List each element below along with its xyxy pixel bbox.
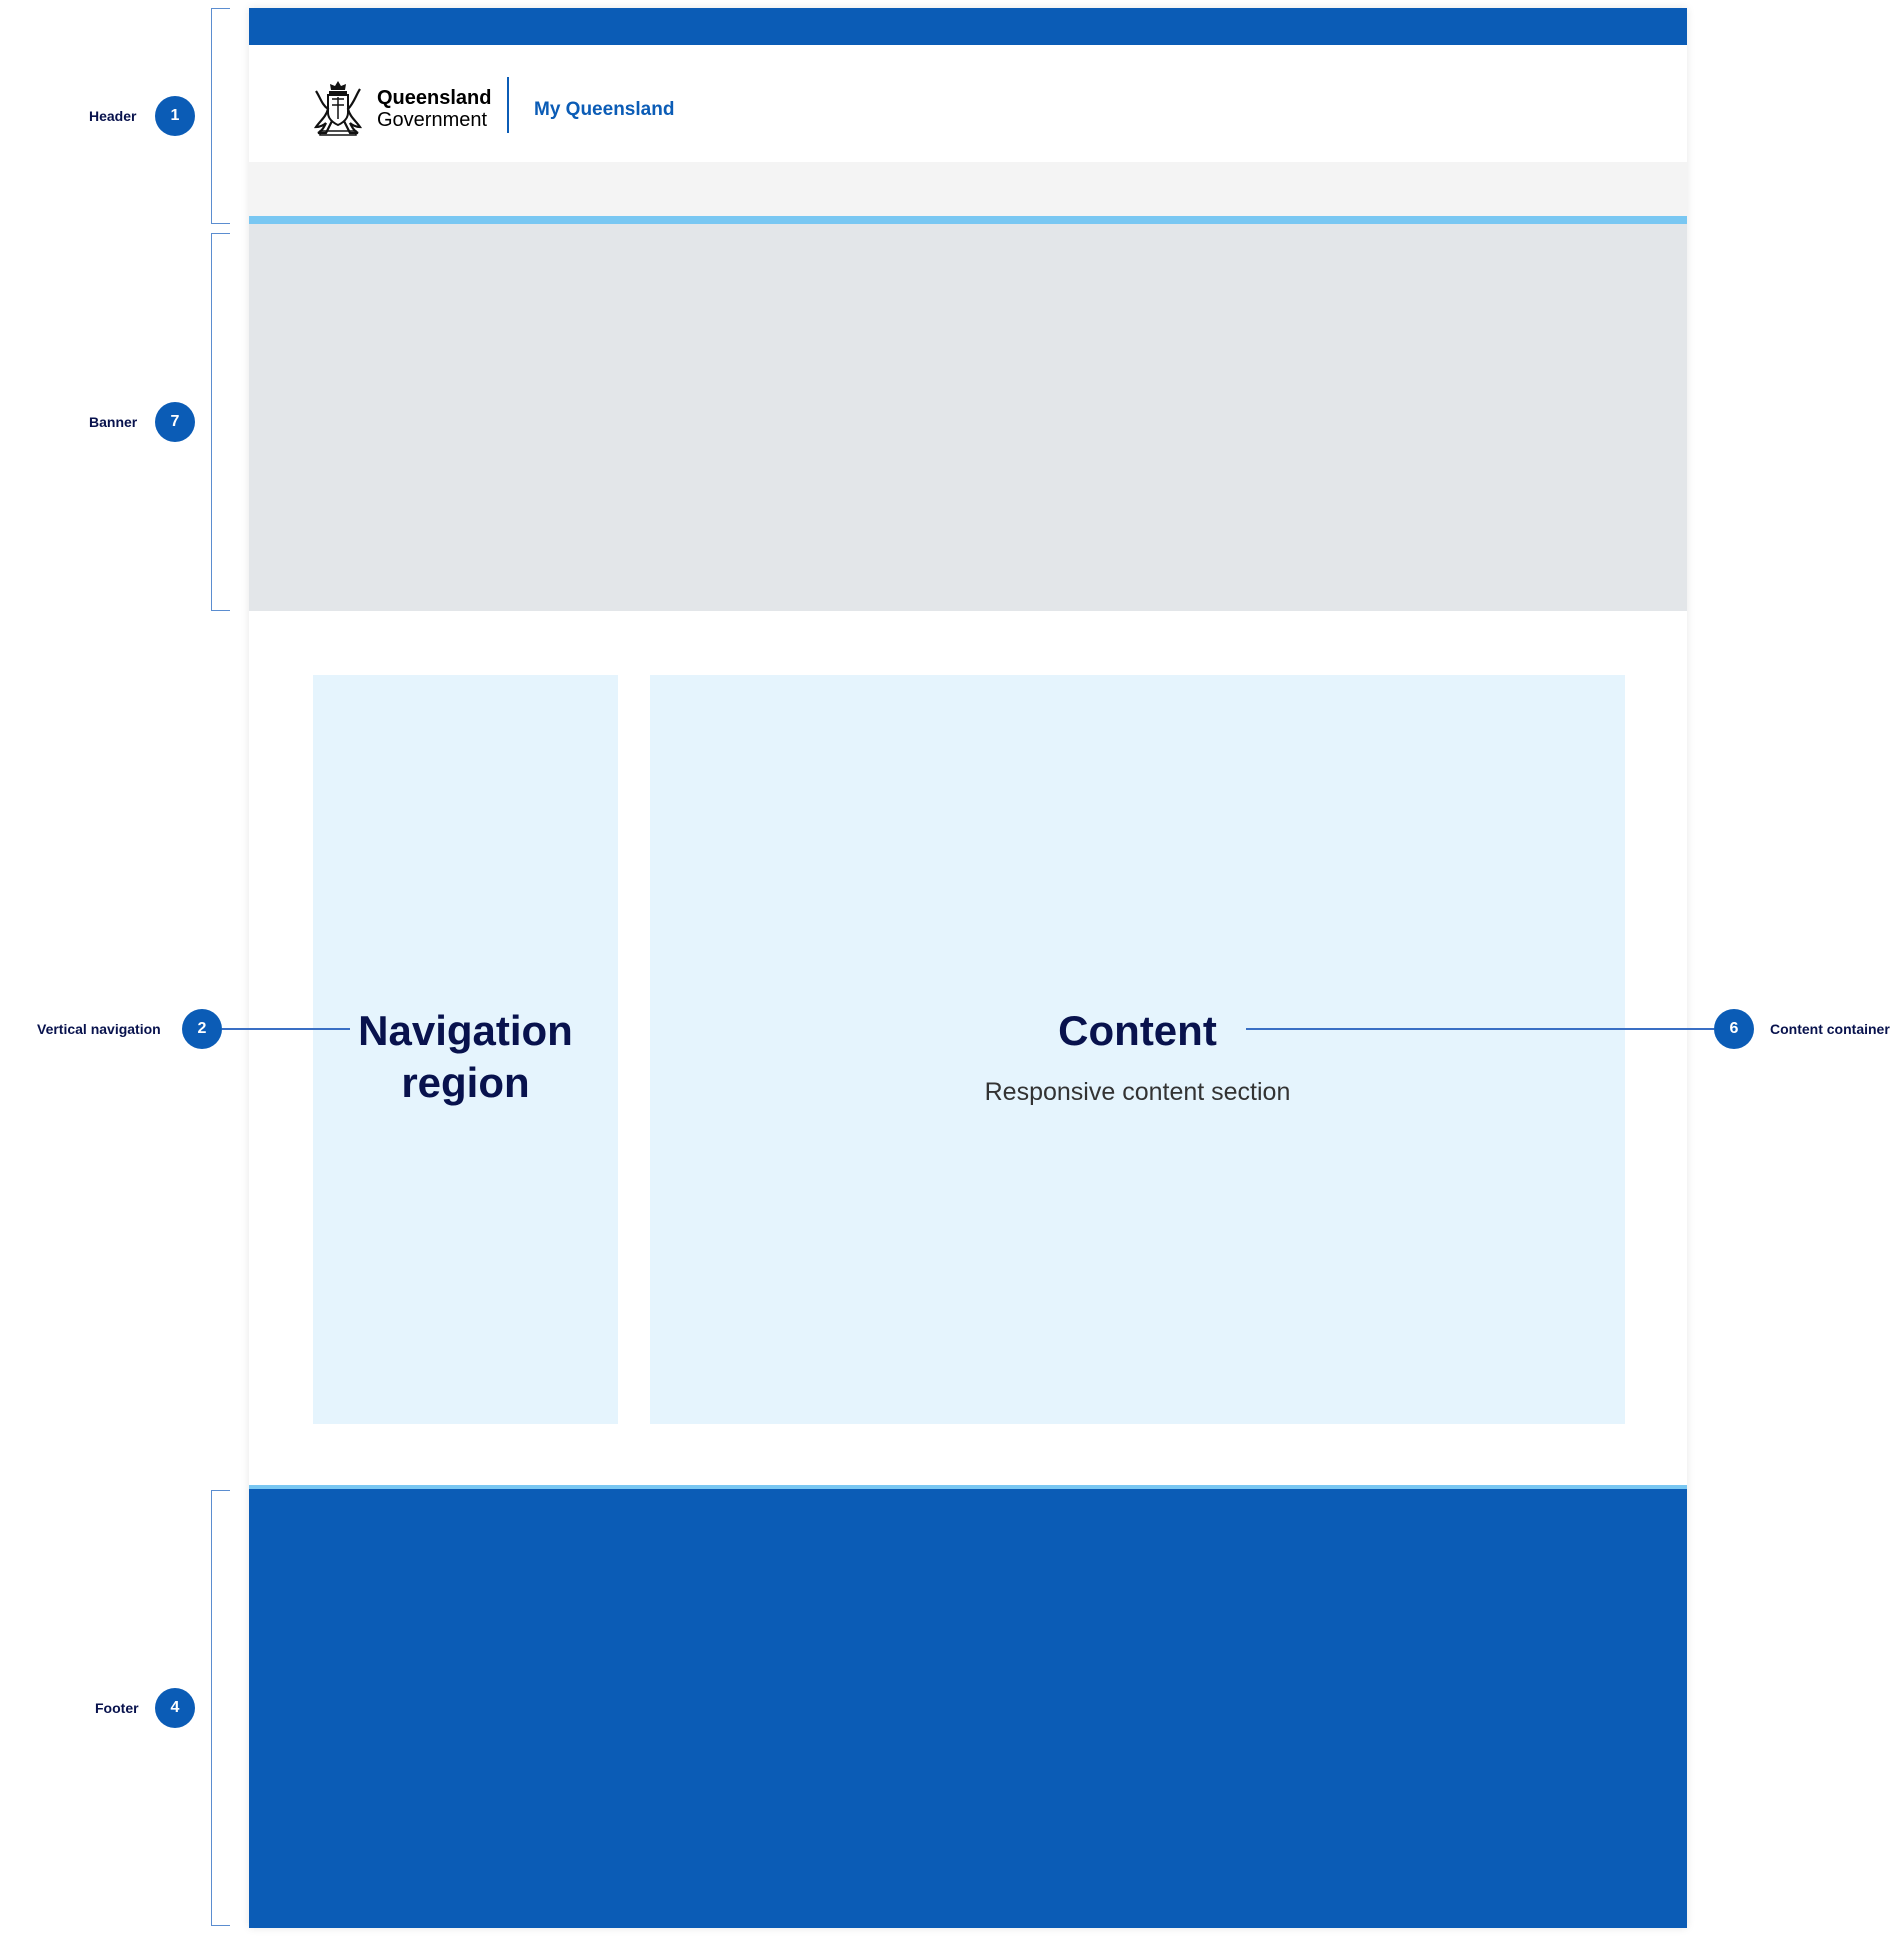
- annotation-label-footer: Footer: [95, 1700, 139, 1716]
- annotation-badge-banner: 7: [155, 402, 195, 442]
- banner-region: [249, 224, 1687, 611]
- banner-bracket: [211, 233, 230, 611]
- footer-accent-line: [249, 1485, 1687, 1489]
- navigation-region-title: Navigation region: [358, 1007, 573, 1106]
- content-container-region: Content Responsive content section: [650, 675, 1625, 1424]
- footer-bracket: [211, 1490, 230, 1926]
- logo-subtitle[interactable]: Government: [377, 109, 488, 131]
- coat-of-arms-icon[interactable]: [312, 79, 364, 137]
- annotation-label-header: Header: [89, 108, 137, 124]
- annotation-label-banner: Banner: [89, 414, 138, 430]
- page-frame: Queensland Government My Queensland Navi…: [249, 8, 1687, 1928]
- annotation-label-content-container: Content container: [1770, 1021, 1890, 1037]
- annotation-badge-vertical-navigation: 2: [182, 1009, 222, 1049]
- header-divider: [507, 77, 509, 133]
- content-title: Content: [1058, 1007, 1217, 1054]
- content-subtitle: Responsive content section: [984, 1078, 1291, 1106]
- annotation-badge-footer: 4: [155, 1688, 195, 1728]
- main-navigation-bar: [249, 162, 1687, 216]
- content-container-leader-line: [1246, 1028, 1714, 1030]
- annotation-label-vertical-navigation: Vertical navigation: [37, 1021, 161, 1037]
- annotation-badge-content-container: 6: [1714, 1009, 1754, 1049]
- site-header: Queensland Government My Queensland: [249, 45, 1687, 162]
- pre-header-bar: [249, 8, 1687, 45]
- logo-wordmark[interactable]: Queensland: [377, 87, 492, 109]
- annotation-badge-header: 1: [155, 96, 195, 136]
- header-bracket: [211, 8, 230, 224]
- header-accent-line: [249, 216, 1687, 224]
- footer-region: [249, 1489, 1687, 1928]
- vertical-navigation-region: Navigation region: [313, 675, 618, 1424]
- vertical-navigation-leader-line: [222, 1028, 350, 1030]
- site-name-link[interactable]: My Queensland: [534, 99, 675, 120]
